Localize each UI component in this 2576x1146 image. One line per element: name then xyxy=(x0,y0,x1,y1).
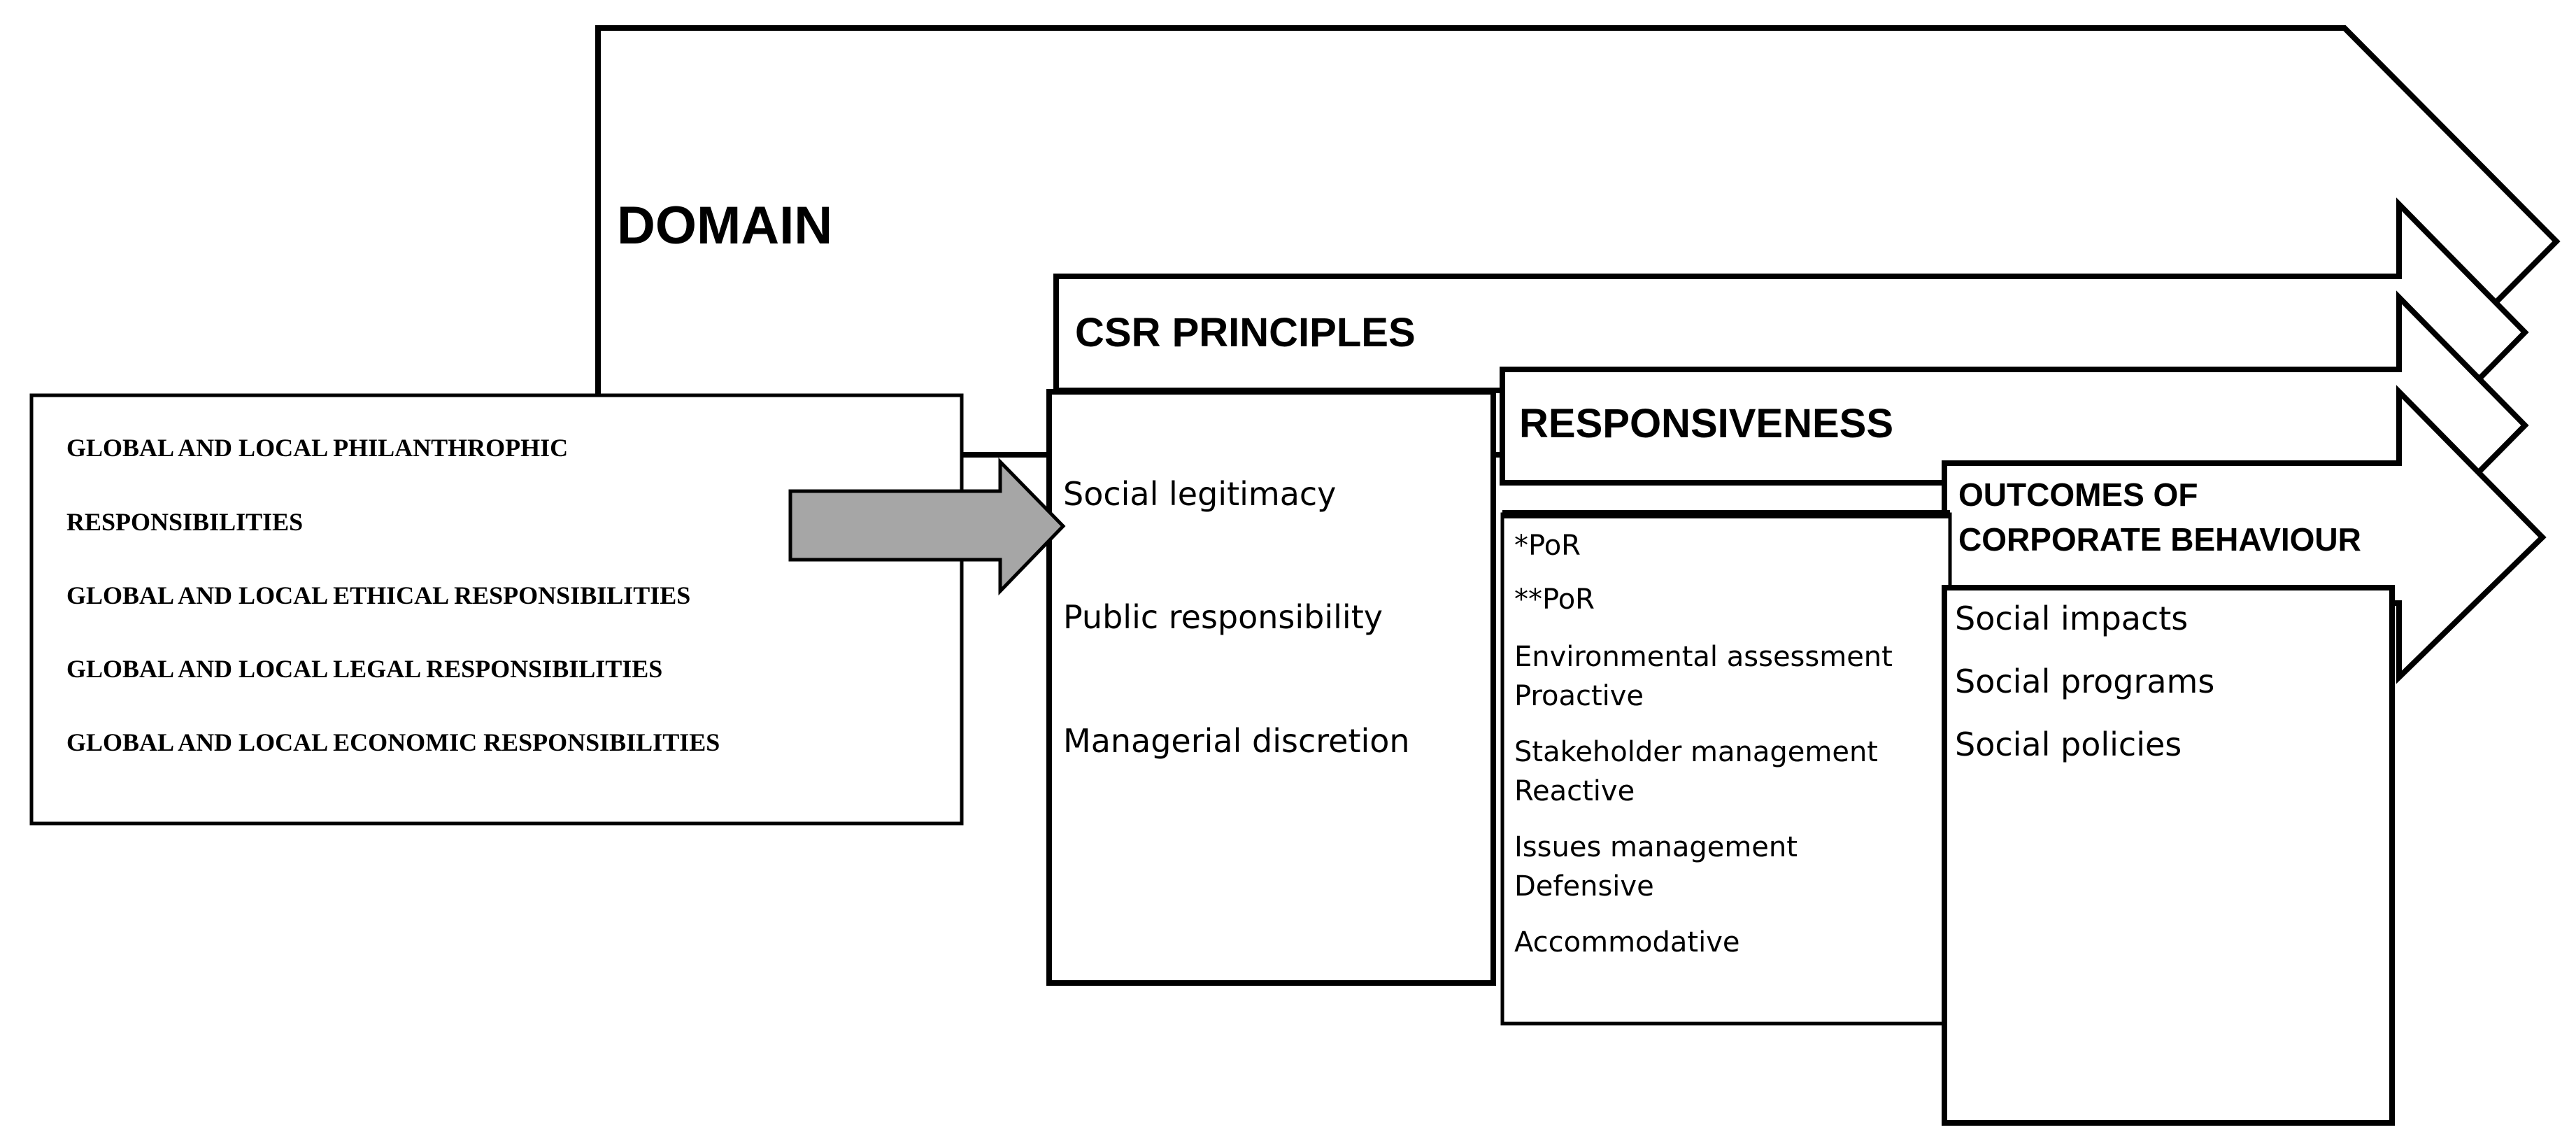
responsibilities-box xyxy=(29,393,964,826)
csr-principle-item: Social legitimacy xyxy=(1063,475,1336,513)
responsiveness-item: Accommodative xyxy=(1514,926,1740,958)
outcomes-heading-line2: CORPORATE BEHAVIOUR xyxy=(1958,521,2361,558)
responsibility-economic: GLOBAL AND LOCAL ECONOMIC RESPONSIBILITI… xyxy=(66,728,720,756)
csr-principle-item: Public responsibility xyxy=(1063,598,1383,636)
responsiveness-item: Defensive xyxy=(1514,870,1654,903)
outcome-item: Social impacts xyxy=(1955,600,2188,637)
responsiveness-box xyxy=(1500,512,1952,1026)
responsibility-philanthropic-line2: RESPONSIBILITIES xyxy=(66,508,303,536)
outcomes-box xyxy=(1942,585,2395,1126)
outcome-item: Social policies xyxy=(1955,726,2182,763)
outcome-item: Social programs xyxy=(1955,663,2214,700)
responsiveness-item: Stakeholder management xyxy=(1514,736,1878,768)
responsibility-philanthropic-line1: GLOBAL AND LOCAL PHILANTHROPHIC xyxy=(66,434,568,462)
responsiveness-item: Environmental assessment xyxy=(1514,641,1893,673)
responsiveness-heading: RESPONSIVENESS xyxy=(1519,401,1893,446)
responsiveness-item: Issues management xyxy=(1514,831,1798,863)
responsiveness-item: Reactive xyxy=(1514,775,1635,807)
responsibility-ethical: GLOBAL AND LOCAL ETHICAL RESPONSIBILITIE… xyxy=(66,581,690,609)
csr-principles-heading: CSR PRINCIPLES xyxy=(1075,310,1416,355)
transfer-arrow xyxy=(788,457,1066,596)
domain-title: DOMAIN xyxy=(617,196,832,255)
csr-principle-item: Managerial discretion xyxy=(1063,722,1410,760)
responsiveness-item: **PoR xyxy=(1514,583,1595,616)
responsibility-legal: GLOBAL AND LOCAL LEGAL RESPONSIBILITIES xyxy=(66,655,662,683)
responsiveness-item: *PoR xyxy=(1514,530,1581,562)
csr-principles-box xyxy=(1046,389,1496,986)
outcomes-heading-line1: OUTCOMES OF xyxy=(1958,476,2198,513)
responsiveness-item: Proactive xyxy=(1514,680,1644,712)
